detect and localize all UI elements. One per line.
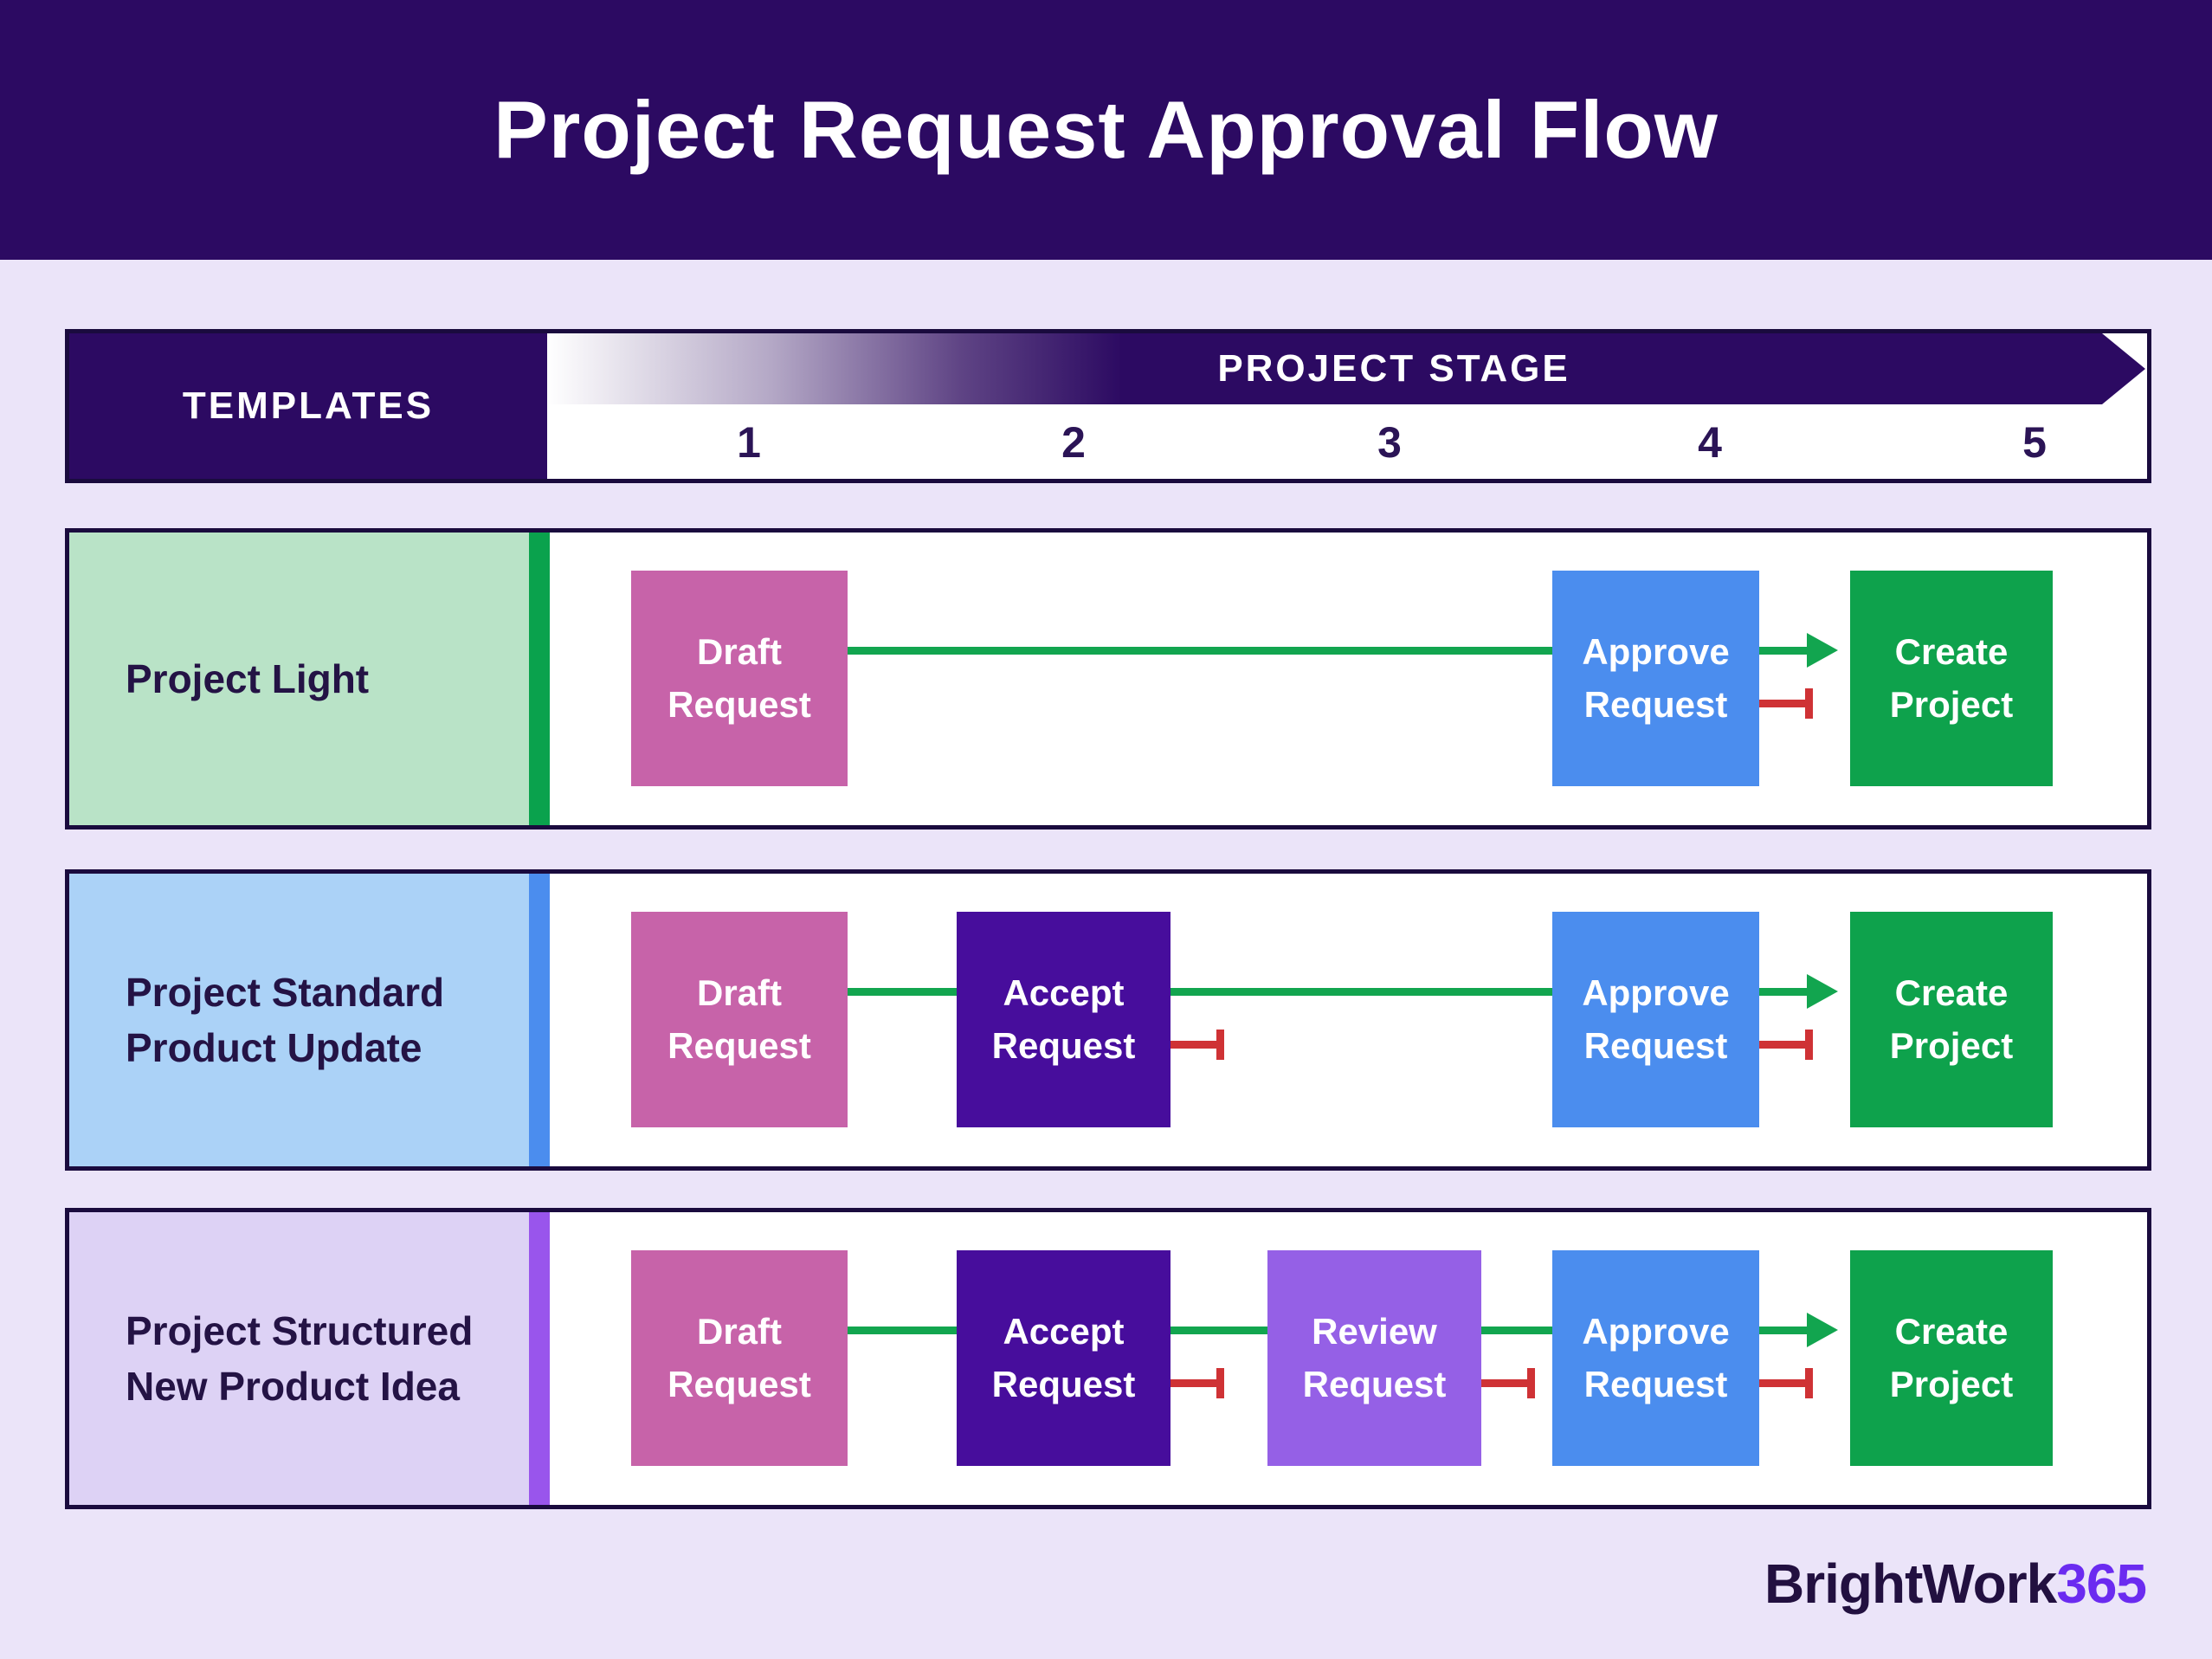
box-approve-request: Approve Request: [1552, 1250, 1759, 1466]
template-label-project-structured: Project Structured New Product Idea: [69, 1212, 529, 1505]
title-banner: Project Request Approval Flow: [0, 0, 2212, 260]
box-create-project: Create Project: [1850, 912, 2053, 1127]
box-draft-request: Draft Request: [631, 912, 848, 1127]
box-create-project: Create Project: [1850, 571, 2053, 786]
reject-stop-icon: [1216, 1368, 1224, 1398]
reject-stop-icon: [1805, 1368, 1813, 1398]
logo-brand-text: BrightWork: [1764, 1552, 2057, 1615]
template-label-project-standard: Project Standard Product Update: [69, 874, 529, 1166]
forward-connector: [848, 647, 1552, 655]
reject-stop-icon: [1805, 688, 1813, 719]
reject-stop-icon: [1527, 1368, 1535, 1398]
box-draft-request: Draft Request: [631, 1250, 848, 1466]
template-name: Project Light: [126, 655, 370, 701]
arrow-right-icon: [1807, 633, 1838, 668]
templates-label: TEMPLATES: [182, 384, 435, 427]
stage-header: TEMPLATES PROJECT STAGE 1 2 3 4 5: [65, 329, 2151, 483]
stage-number-4: 4: [1698, 418, 1722, 467]
reject-stop-icon: [1216, 1030, 1224, 1060]
reject-connector: [1481, 1379, 1527, 1387]
box-accept-request: Accept Request: [957, 912, 1170, 1127]
reject-connector: [1759, 1041, 1805, 1049]
forward-connector: [1481, 1327, 1552, 1334]
box-accept-request: Accept Request: [957, 1250, 1170, 1466]
stage-number-2: 2: [1061, 418, 1086, 467]
logo-suffix-text: 365: [2056, 1552, 2147, 1615]
reject-connector: [1170, 1379, 1216, 1387]
stage-number-3: 3: [1377, 418, 1402, 467]
box-create-project: Create Project: [1850, 1250, 2053, 1466]
reject-stop-icon: [1805, 1030, 1813, 1060]
template-name: Project Standard Product Update: [126, 969, 445, 1070]
templates-header: TEMPLATES: [69, 333, 547, 479]
row-project-standard-product-update: Project Standard Product Update Draft Re…: [65, 869, 2151, 1171]
project-stage-label: PROJECT STAGE: [1217, 347, 1570, 390]
stage-number-5: 5: [2022, 418, 2047, 467]
template-label-project-light: Project Light: [69, 533, 529, 825]
forward-connector: [1759, 647, 1807, 655]
box-review-request: Review Request: [1267, 1250, 1481, 1466]
reject-connector: [1170, 1041, 1216, 1049]
box-approve-request: Approve Request: [1552, 571, 1759, 786]
brightwork365-logo: BrightWork365: [1764, 1552, 2147, 1616]
forward-connector: [1759, 988, 1807, 996]
box-draft-request: Draft Request: [631, 571, 848, 786]
box-approve-request: Approve Request: [1552, 912, 1759, 1127]
reject-connector: [1759, 700, 1805, 707]
forward-connector: [848, 988, 957, 996]
arrow-right-icon: [1807, 974, 1838, 1009]
stage-number-1: 1: [737, 418, 761, 467]
project-stage-arrow-banner: PROJECT STAGE: [547, 333, 2145, 404]
page-title: Project Request Approval Flow: [493, 84, 1719, 175]
forward-connector: [1759, 1327, 1807, 1334]
row-accent-stripe: [529, 874, 550, 1166]
template-name: Project Structured New Product Idea: [126, 1307, 474, 1409]
reject-connector: [1759, 1379, 1805, 1387]
arrow-right-icon: [1807, 1313, 1838, 1347]
row-project-structured-new-product-idea: Project Structured New Product Idea Draf…: [65, 1208, 2151, 1509]
forward-connector: [1170, 988, 1552, 996]
forward-connector: [848, 1327, 957, 1334]
row-project-light: Project Light Draft Request Approve Requ…: [65, 528, 2151, 830]
forward-connector: [1170, 1327, 1267, 1334]
row-accent-stripe: [529, 533, 550, 825]
row-accent-stripe: [529, 1212, 550, 1505]
